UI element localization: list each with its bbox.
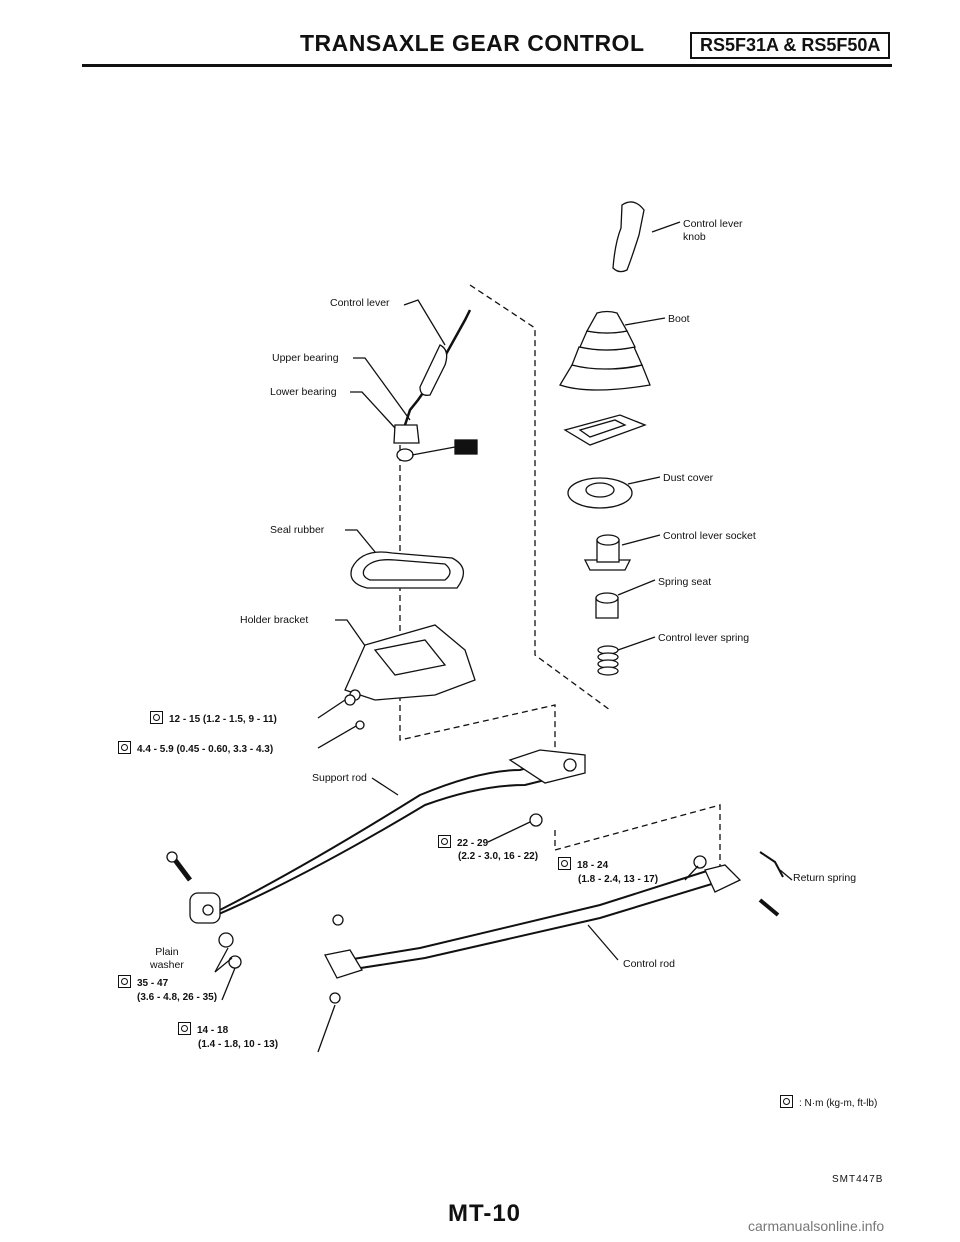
control-lever-socket (583, 534, 632, 571)
torque-5-value: 35 - 47 (137, 978, 169, 989)
torque-icon (150, 711, 163, 724)
seal-rubber (350, 551, 464, 589)
torque-3-value: 22 - 29 (457, 838, 489, 849)
model-badge: RS5F31A & RS5F50A (690, 32, 891, 59)
boot-base (563, 414, 647, 446)
label-support-rod: Support rod (312, 772, 367, 784)
torque-icon (118, 975, 131, 988)
torque-6-value: 14 - 18 (197, 1025, 229, 1036)
grease-mark (454, 439, 478, 455)
label-seal-rubber: Seal rubber (270, 524, 325, 536)
nut (228, 955, 242, 969)
page-title: TRANSAXLE GEAR CONTROL (300, 30, 645, 56)
nut (693, 855, 707, 869)
header-rule (82, 64, 892, 67)
nut (332, 914, 344, 926)
legend-text: : N·m (kg-m, ft-lb) (799, 1098, 878, 1109)
label-control-lever-knob: Control lever knob (683, 218, 743, 243)
washer (218, 932, 234, 948)
lower-bearing-part (393, 424, 420, 444)
torque-spec-3: 22 - 29 (438, 835, 488, 850)
torque-5-range: (3.6 - 4.8, 26 - 35) (137, 992, 218, 1003)
torque-4-range: (1.8 - 2.4, 13 - 17) (578, 874, 659, 885)
label-spring-seat: Spring seat (658, 576, 712, 588)
label-control-lever: Control lever (330, 297, 390, 309)
nut (529, 813, 543, 827)
page-number: MT-10 (448, 1200, 522, 1227)
control-lever-shaft (398, 309, 472, 441)
torque-spec-2: 4.4 - 5.9 (0.45 - 0.60, 3.3 - 4.3) (118, 741, 273, 756)
label-dust-cover: Dust cover (663, 472, 714, 484)
torque-2-value: 4.4 - 5.9 (0.45 - 0.60, 3.3 - 4.3) (137, 744, 274, 755)
label-control-lever-socket: Control lever socket (663, 530, 756, 542)
torque-spec-5: 35 - 47 (118, 975, 168, 990)
torque-icon (118, 741, 131, 754)
label-plain-washer: Plain washer (150, 946, 184, 971)
bolt-left (166, 851, 192, 882)
control-lever-spring (597, 645, 619, 676)
torque-icon (780, 1095, 793, 1108)
nut (355, 720, 365, 730)
label-return-spring: Return spring (793, 872, 857, 884)
holder-bracket (344, 624, 476, 701)
nut (344, 694, 356, 706)
torque-icon (438, 835, 451, 848)
torque-icon (558, 857, 571, 870)
torque-spec-6: 14 - 18 (178, 1022, 228, 1037)
torque-4-value: 18 - 24 (577, 860, 609, 871)
label-boot: Boot (668, 313, 690, 325)
label-upper-bearing: Upper bearing (272, 352, 339, 364)
torque-spec-1: 12 - 15 (1.2 - 1.5, 9 - 11) (150, 711, 277, 726)
torque-spec-4: 18 - 24 (558, 857, 608, 872)
torque-3-range: (2.2 - 3.0, 16 - 22) (458, 851, 539, 862)
torque-legend: : N·m (kg-m, ft-lb) (780, 1095, 877, 1109)
return-spring-part (759, 851, 784, 878)
figure-code: SMT447B (832, 1174, 884, 1185)
dust-cover (567, 477, 633, 509)
nut (329, 992, 341, 1004)
label-control-lever-spring: Control lever spring (658, 632, 750, 644)
torque-icon (178, 1022, 191, 1035)
label-holder-bracket: Holder bracket (240, 614, 309, 626)
control-lever-knob (612, 201, 645, 273)
control-rod (334, 869, 711, 963)
support-rod (209, 759, 580, 916)
label-lower-bearing: Lower bearing (270, 386, 337, 398)
label-control-rod: Control rod (623, 958, 675, 970)
watermark: carmanualsonline.info (748, 1218, 885, 1234)
torque-6-range: (1.4 - 1.8, 10 - 13) (198, 1039, 279, 1050)
alignment-dashes (399, 284, 721, 870)
boot (559, 310, 651, 391)
torque-1-value: 12 - 15 (1.2 - 1.5, 9 - 11) (169, 714, 277, 725)
